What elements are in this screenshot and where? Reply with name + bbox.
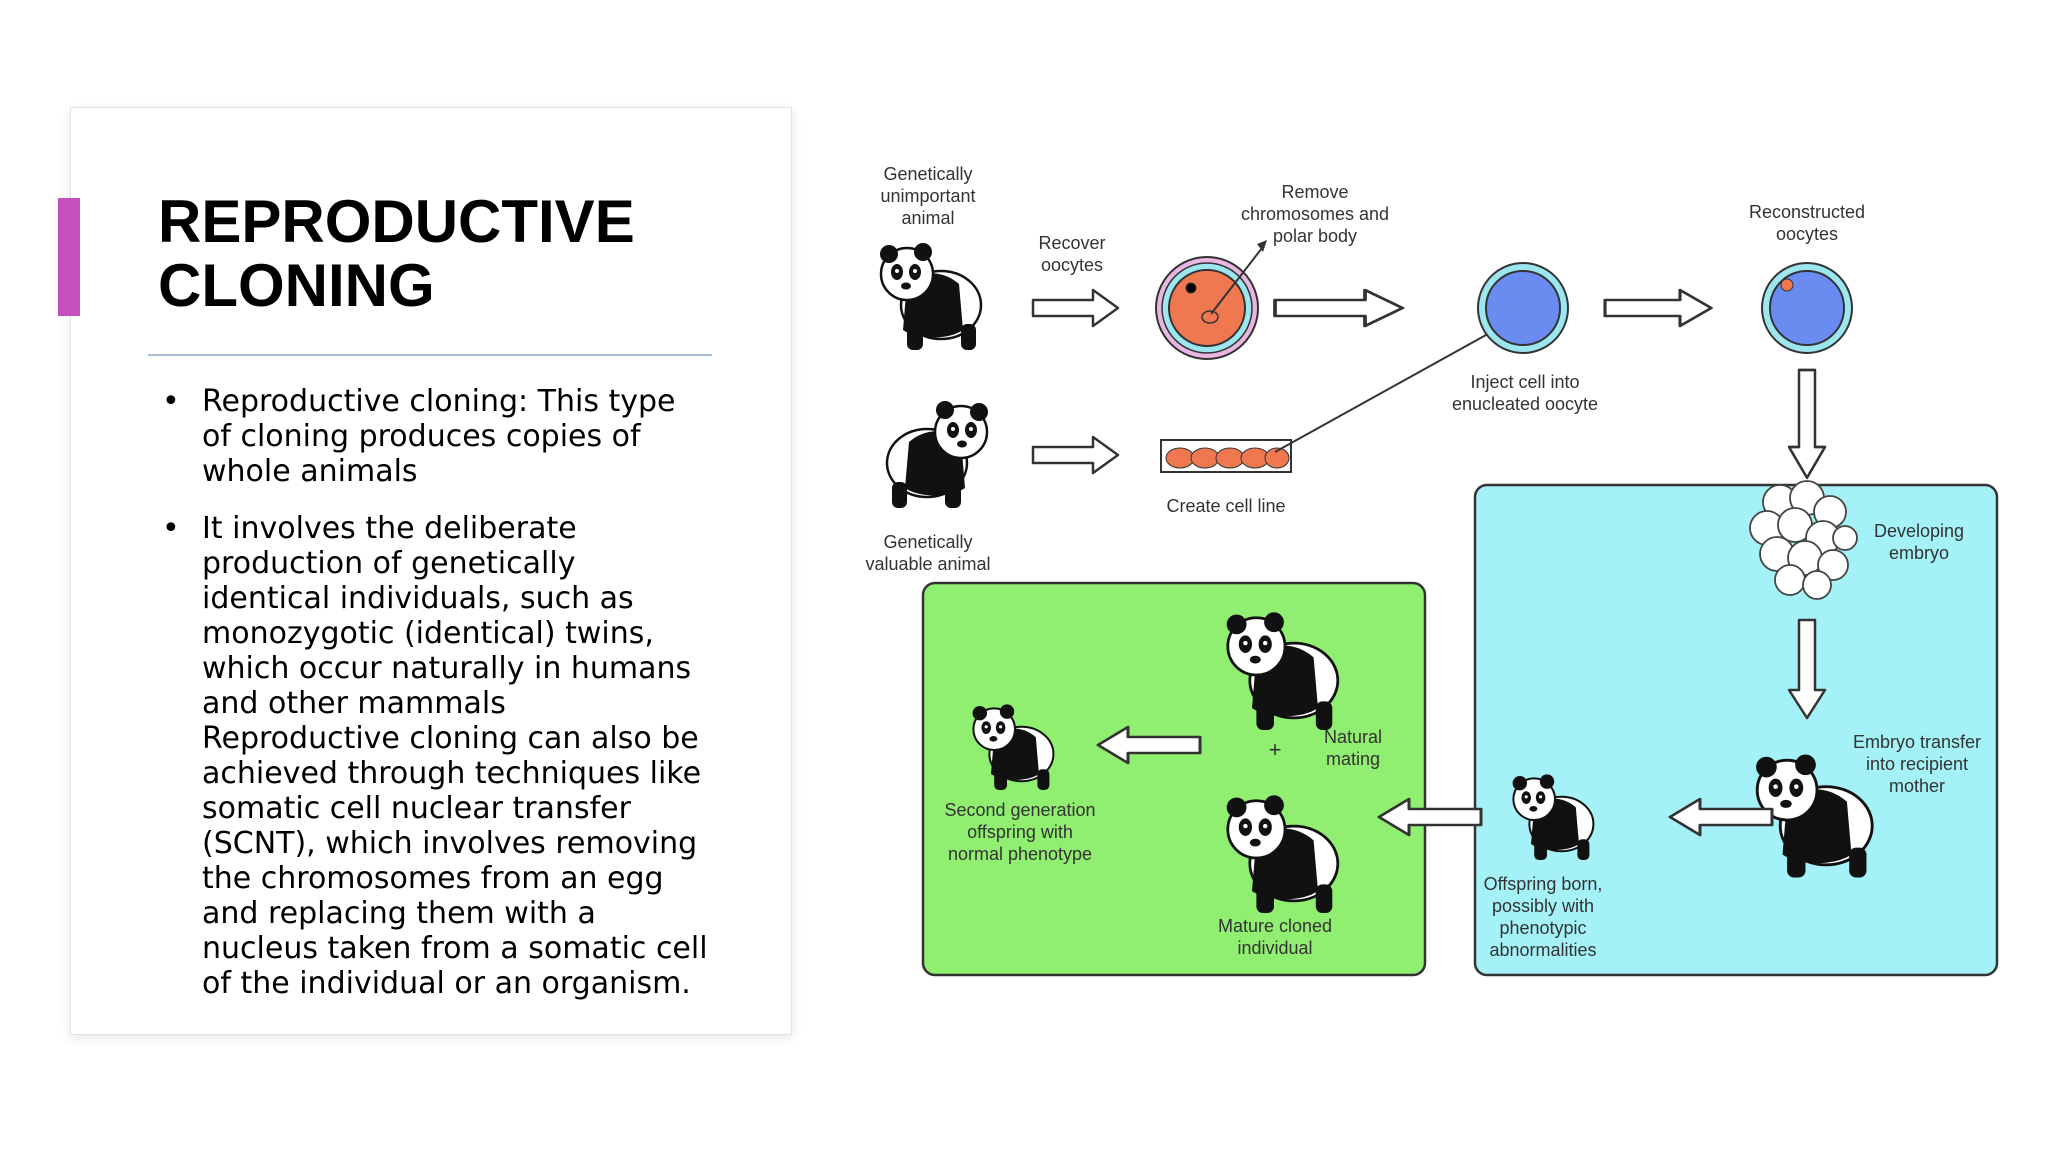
oocyte-icon: [1477, 262, 1569, 354]
bullet-line: monozygotic (identical) twins,: [202, 616, 654, 651]
hollow-arrow-icon: [1031, 288, 1120, 328]
bullet-line: (SCNT), which involves removing: [202, 826, 698, 861]
bullet-line: and replacing them with a: [202, 896, 596, 931]
hollow-arrow-icon: [1031, 435, 1120, 475]
bullet-line: It involves the deliberate: [202, 511, 577, 546]
bullet-line: Reproductive cloning: This type: [202, 384, 676, 419]
bullet-line: of the individual or an organism.: [202, 966, 691, 1001]
bullet-line: nucleus taken from a somatic cell: [202, 931, 708, 966]
bullet-line: and other mammals: [202, 686, 506, 721]
panda-icon: [878, 241, 983, 352]
hollow-arrow-icon: [1787, 368, 1827, 480]
plus-sign: +: [1269, 737, 1282, 762]
embryo-icon: [1749, 480, 1858, 600]
bullet-line: achieved through techniques like: [202, 756, 702, 791]
label-create-cell-line: Create cell line: [1166, 496, 1285, 516]
bullet-line: of cloning produces copies of: [202, 419, 641, 454]
bullet-line: which occur naturally in humans: [202, 651, 692, 686]
embryo-development-panel: [1473, 483, 1999, 977]
panda-icon: [885, 399, 990, 510]
bullet-line: production of genetically: [202, 546, 576, 581]
cell-culture-icon: [1160, 439, 1292, 473]
hollow-arrow-icon: [1603, 288, 1713, 328]
oocyte-icon: [1761, 262, 1853, 354]
oocyte-icon: [1155, 240, 1267, 360]
bullet-line: whole animals: [202, 454, 418, 489]
hollow-arrow-icon: [1273, 288, 1405, 328]
bullet-line: identical individuals, such as: [202, 581, 634, 616]
title-line: CLONING: [158, 252, 435, 319]
bullet-line: Reproductive cloning can also be: [202, 721, 699, 756]
title-line: REPRODUCTIVE: [158, 188, 635, 255]
title-divider: [148, 354, 712, 356]
bullet-line: the chromosomes from an egg: [202, 861, 664, 896]
title-accent-bar: [58, 198, 80, 316]
bullet-line: somatic cell nuclear transfer: [202, 791, 631, 826]
slide-title: REPRODUCTIVE CLONING: [158, 190, 635, 318]
